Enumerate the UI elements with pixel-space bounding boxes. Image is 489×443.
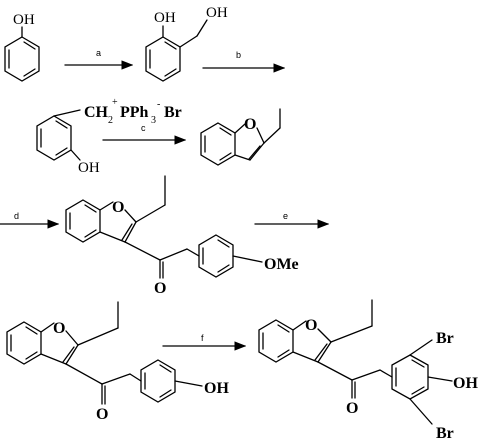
ketone-o-label-2: O [96, 406, 108, 423]
br-label: Br [164, 104, 182, 121]
hydroxy-oh-label: OH [204, 380, 229, 397]
arrow-c: c [102, 123, 187, 145]
salt-oh-label: OH [78, 160, 100, 176]
pph-subscript: 3 [151, 115, 156, 126]
phenol-structure: OH [4, 12, 40, 82]
product-oh-label: OH [453, 375, 478, 392]
ch2oh-label: OH [206, 5, 228, 21]
reagent-d-label: d [14, 211, 19, 221]
furan-o-label: O [244, 116, 256, 133]
ketone-o-label-3: O [346, 400, 358, 417]
br-minus-charge: - [157, 99, 160, 110]
arrow-e: e [254, 211, 330, 229]
hydroxymethylphenol-structure: OH OH [145, 5, 228, 82]
arrow-d: d [0, 211, 60, 229]
reagent-f-label: f [201, 333, 204, 343]
reagent-b-label: b [236, 50, 241, 60]
phenol-oh-label-2: OH [154, 10, 176, 26]
ch2-subscript: 2 [108, 115, 113, 126]
furan-o-label-2: O [112, 199, 124, 216]
methoxybenzoyl-benzofuran-structure: O O OMe [65, 175, 299, 297]
furan-o-label-4: O [305, 317, 317, 334]
phosphonium-salt-structure: CH 2 + PPh 3 - Br OH [36, 97, 182, 176]
plus-charge: + [112, 97, 118, 108]
reagent-c-label: c [141, 123, 146, 133]
br-bottom-label: Br [436, 425, 454, 442]
ch2-label: CH [84, 104, 109, 121]
phenol-oh-label: OH [13, 12, 35, 28]
hydroxybenzoyl-benzofuran-structure: O O OH [6, 301, 229, 423]
ketone-o-label: O [154, 280, 166, 297]
arrow-a: a [64, 48, 134, 70]
furan-o-label-3: O [53, 320, 65, 337]
reagent-e-label: e [283, 211, 288, 221]
ethylbenzofuran-structure: O [200, 108, 281, 166]
ome-label: OMe [264, 256, 299, 273]
dibromo-product-structure: O O Br OH Br [258, 299, 478, 442]
reagent-a-label: a [96, 48, 101, 58]
arrow-b: b [202, 50, 286, 73]
br-top-label: Br [436, 330, 454, 347]
arrow-f: f [162, 333, 247, 351]
pph-label: PPh [120, 104, 149, 121]
